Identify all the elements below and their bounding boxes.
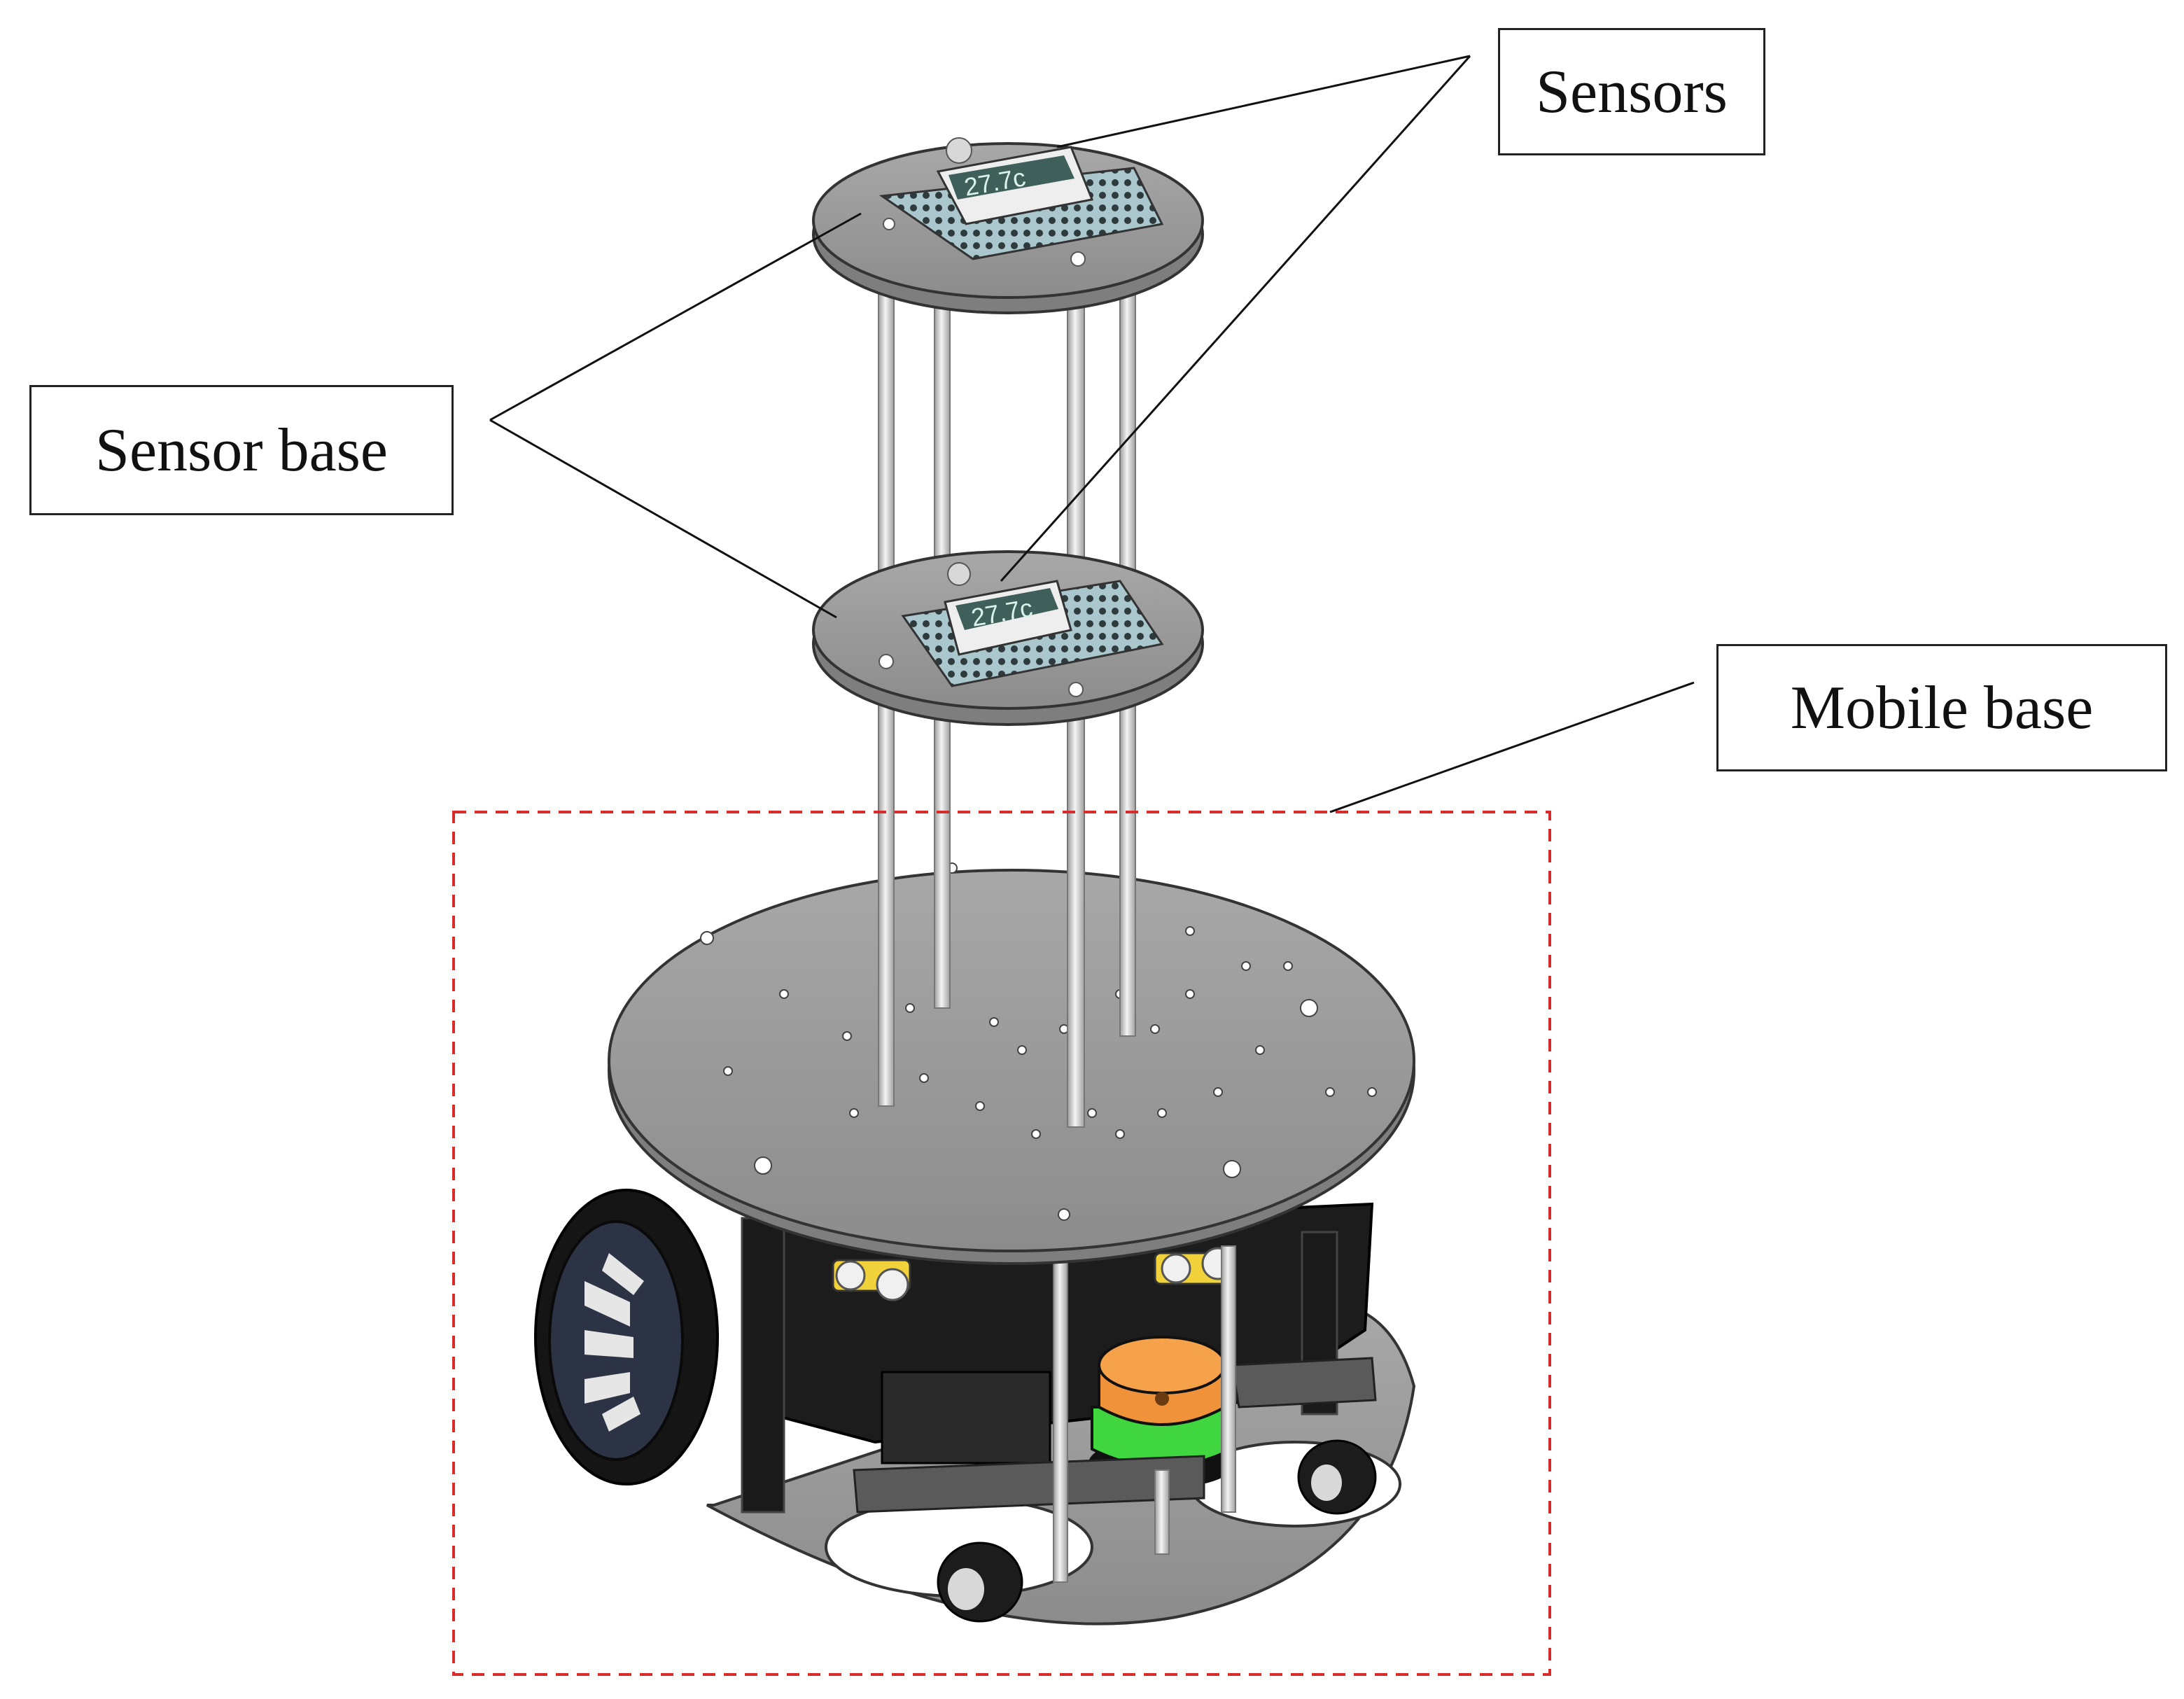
extrusion-left [741, 1217, 785, 1513]
leader-lines [489, 55, 1695, 813]
label-sensor-base: Sensor base [29, 385, 454, 515]
upper-rod [878, 279, 895, 575]
bumper-right [1231, 1357, 1377, 1408]
mobile-base [534, 699, 1416, 1625]
label-mobile-base: Mobile base [1716, 644, 2167, 771]
upper-rod [1119, 279, 1136, 575]
lower-rod [1221, 1245, 1236, 1513]
sensors-leader-middle [1000, 55, 1471, 582]
wheel-icon [534, 1189, 719, 1485]
label-sensors: Sensors [1498, 28, 1765, 155]
mobile-base-callout-box [452, 811, 1551, 1676]
sensor-base-middle: 27.7c [812, 279, 1204, 726]
middle-rod [934, 699, 951, 1009]
sensor-base-top: 27.7c [812, 137, 1204, 314]
middle-rod [1067, 706, 1085, 1128]
bumper-front [853, 1455, 1205, 1513]
sensor-base-leader-middle [489, 419, 837, 619]
middle-rod [1119, 699, 1136, 1037]
mobile-base-leader [1329, 681, 1695, 813]
caster-icon [937, 1541, 1023, 1623]
upper-rod [1067, 293, 1085, 575]
lower-rod [1053, 1252, 1068, 1583]
ultrasonic-sensor-icon [832, 1259, 911, 1301]
motor-block [881, 1371, 1051, 1464]
main-plate [608, 869, 1415, 1252]
middle-rod [878, 699, 895, 1107]
lower-rod [1154, 1469, 1170, 1555]
main-plate-holes [700, 862, 1377, 1221]
upper-rod [934, 293, 951, 561]
sensor-base-leader-top [489, 212, 862, 421]
temperature-sensor-icon: 27.7c [878, 146, 1164, 260]
temperature-sensor-icon: 27.7c [901, 580, 1164, 687]
sensors-leader-top [1056, 55, 1471, 148]
caster-icon [1297, 1439, 1377, 1515]
